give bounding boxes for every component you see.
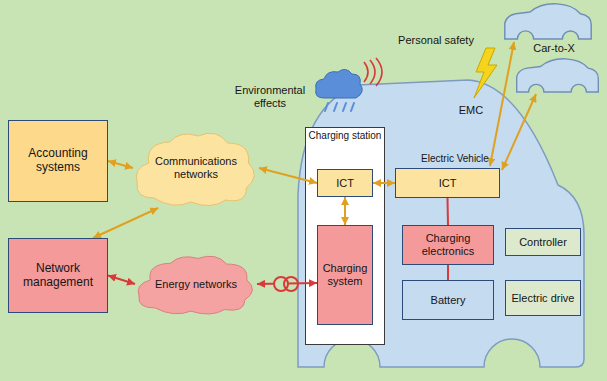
network-cloud: Energy networks: [135, 252, 257, 316]
node-label: Communications networks: [147, 155, 245, 180]
node-label: Accounting systems: [12, 147, 104, 175]
annotation-label: EMC: [456, 104, 486, 117]
annotation-label: Car-to-X: [528, 42, 580, 55]
lightning-symbol: [474, 48, 497, 98]
emc-waves: [364, 58, 382, 86]
component-box: Battery: [402, 280, 494, 320]
node-label: Energy networks: [155, 278, 237, 291]
connector-line: [93, 208, 158, 238]
node-label: Network management: [12, 262, 104, 290]
transformer-symbol: [274, 277, 298, 291]
rain-drops: [325, 103, 354, 111]
network-cloud: Communications networks: [133, 128, 259, 208]
charging-station: Charging stationICT Charging system: [305, 127, 385, 345]
node-label: ICT: [336, 177, 354, 190]
ict-box: ICT: [317, 169, 373, 197]
connector-line: [447, 198, 450, 225]
node-label: Electric drive: [512, 292, 575, 305]
ict-box: ICT: [395, 168, 500, 198]
component-box: Controller: [505, 228, 581, 256]
node-label: ICT: [439, 177, 457, 190]
car-to-x-link: [490, 42, 514, 166]
annotation-label: Personal safety: [396, 34, 476, 47]
container-title: Charging station: [307, 130, 383, 142]
other-car-outline: [517, 59, 599, 92]
connector-line: [344, 197, 346, 225]
node-label: Battery: [431, 294, 466, 307]
other-car-outline: [505, 4, 591, 39]
rain-cloud-icon: [316, 69, 363, 98]
node-label: Charging electronics: [406, 232, 490, 257]
container-title: Electric Vehicle: [400, 153, 510, 165]
charging-system-box: Charging system: [317, 225, 373, 325]
connector-line: [259, 168, 317, 183]
node-label: Controller: [519, 236, 567, 249]
component-box: Electric drive: [505, 280, 581, 316]
cloud-shape: [138, 256, 252, 314]
cloud-shape: [136, 133, 254, 205]
connector-line: [447, 265, 449, 280]
connector-line: [108, 161, 133, 168]
connector-line: [108, 276, 135, 285]
system-box: Network management: [8, 238, 108, 313]
car-to-x-link: [502, 94, 536, 170]
annotation-label: Environmental effects: [232, 84, 308, 109]
component-box: Charging electronics: [402, 225, 494, 265]
car-body: [298, 80, 584, 367]
connector-line: [373, 182, 395, 184]
system-box: Accounting systems: [8, 120, 108, 202]
node-label: Charging system: [321, 262, 369, 287]
